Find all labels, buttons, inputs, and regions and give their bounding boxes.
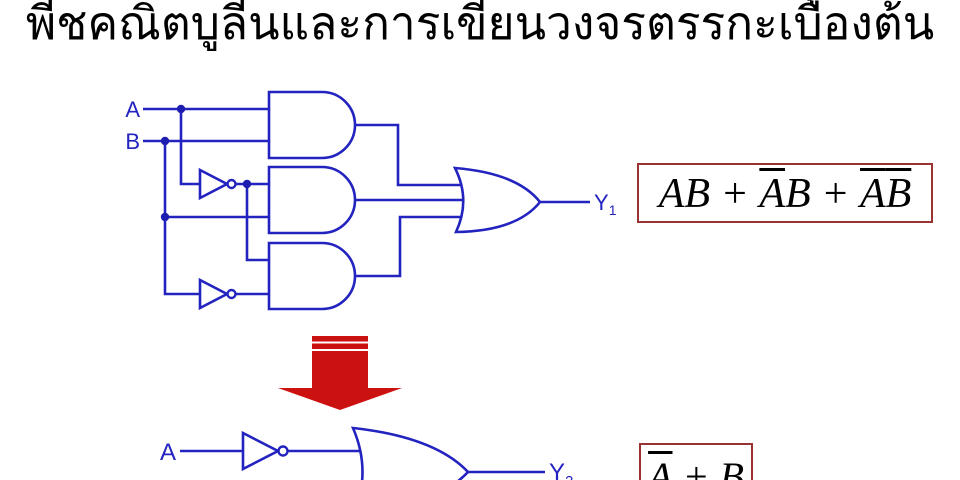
wire-a-branch-to-not1 bbox=[179, 109, 200, 186]
and-gate-icon bbox=[267, 90, 357, 160]
inverter-bubble-icon bbox=[226, 288, 237, 300]
formula-term: B bbox=[719, 454, 744, 480]
output-label-y2: Y2 bbox=[549, 459, 573, 480]
wire-not1-branch-to-and3 bbox=[245, 184, 269, 262]
wire-and3-to-or bbox=[355, 215, 464, 278]
slide-title: พีชคณิตบูลีนและการเขียนวงจรตรรกะเบื้องต้… bbox=[25, 0, 935, 49]
inverter-bubble-icon bbox=[226, 178, 237, 190]
inverter-bubble-icon bbox=[277, 445, 289, 457]
junction-dot bbox=[160, 136, 170, 146]
output-label-y1: Y1 bbox=[594, 190, 617, 218]
or-gate-icon bbox=[350, 426, 470, 480]
formula-term: B bbox=[785, 171, 811, 217]
output-base: Y bbox=[549, 459, 565, 480]
formula-term: + bbox=[710, 171, 760, 217]
output-subscript: 1 bbox=[609, 202, 617, 218]
logic-circuit-2: A Y2 bbox=[160, 426, 573, 480]
wire-b-branch-to-not2 bbox=[163, 141, 200, 296]
output-subscript: 2 bbox=[565, 473, 573, 480]
arrow-stripe bbox=[312, 343, 368, 349]
not-gate-icon bbox=[198, 277, 230, 311]
input-label-a: A bbox=[125, 97, 140, 122]
formula-term: + bbox=[810, 171, 860, 217]
not-gate-icon bbox=[241, 430, 281, 472]
down-arrow-icon bbox=[278, 336, 402, 410]
arrow-shaft bbox=[312, 351, 368, 389]
formula-box-2: A + B bbox=[639, 443, 753, 480]
input-label-b: B bbox=[125, 129, 140, 154]
junction-dot bbox=[176, 104, 186, 114]
arrow-stripe bbox=[312, 336, 368, 342]
not-gate-icon bbox=[198, 167, 230, 201]
output-base: Y bbox=[594, 190, 609, 215]
junction-dot bbox=[242, 179, 252, 189]
junction-dot bbox=[160, 212, 170, 222]
and-gate-icon bbox=[267, 165, 357, 235]
and-gate-icon bbox=[267, 241, 357, 311]
or-gate-icon bbox=[452, 166, 542, 234]
formula-term: AB bbox=[658, 171, 710, 217]
formula-term-negated: B bbox=[885, 171, 912, 217]
wire-and1-to-or bbox=[355, 123, 464, 187]
formula-term-negated: A bbox=[648, 454, 673, 480]
formula-term: + bbox=[672, 454, 720, 480]
formula-term-negated: A bbox=[759, 171, 785, 217]
arrow-head bbox=[278, 388, 402, 410]
formula-term-negated: A bbox=[860, 171, 886, 217]
input-label-a: A bbox=[160, 439, 176, 466]
logic-circuit-1: A B Y1 bbox=[125, 90, 617, 311]
